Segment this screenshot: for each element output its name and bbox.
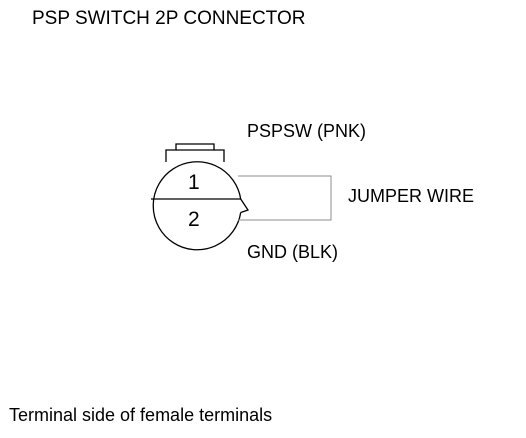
jumper-wire <box>238 175 332 221</box>
diagram-caption: Terminal side of female terminals <box>9 405 272 425</box>
terminal-2-label: GND (BLK) <box>247 242 338 262</box>
connector-housing <box>152 161 242 251</box>
terminal-1-number: 1 <box>188 171 200 194</box>
terminal-1-label: PSPSW (PNK) <box>247 121 366 141</box>
diagram-title: PSP SWITCH 2P CONNECTOR <box>32 8 305 29</box>
key-notch <box>240 198 250 214</box>
connector-body <box>151 143 250 251</box>
terminal-2-number: 2 <box>188 208 200 231</box>
locking-tab <box>165 143 225 162</box>
jumper-wire-label: JUMPER WIRE <box>348 186 474 206</box>
